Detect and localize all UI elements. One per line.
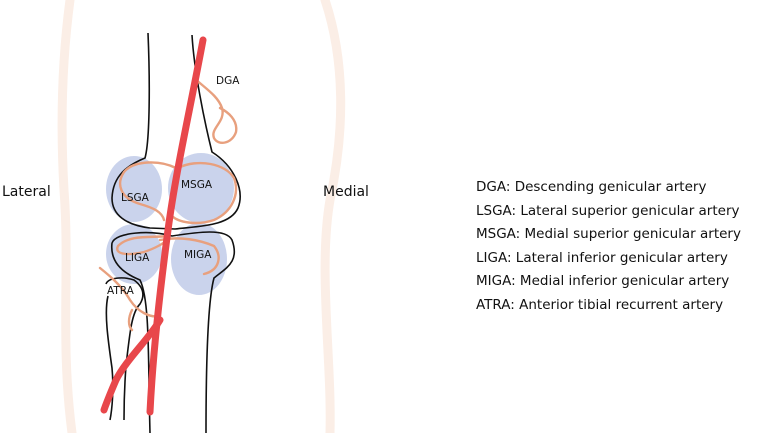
dga-label: DGA xyxy=(216,75,240,87)
tibia-outline xyxy=(111,231,236,433)
femur-outline xyxy=(111,32,241,230)
msga-zone xyxy=(168,153,234,223)
legend-item: DGA: Descending genicular artery xyxy=(476,179,707,195)
miga-branch xyxy=(158,237,220,276)
atra-label: ATRA xyxy=(107,285,135,297)
leg-outline-lateral xyxy=(57,0,77,433)
miga-label: MIGA xyxy=(184,249,212,261)
genicular-branches xyxy=(98,76,238,332)
liga-label: LIGA xyxy=(125,252,150,264)
atra-branch xyxy=(98,266,162,332)
lsga-label: LSGA xyxy=(121,192,150,204)
dga-branch xyxy=(192,76,238,144)
legend-item: LSGA: Lateral superior genicular artery xyxy=(476,202,740,219)
legend-item: MIGA: Medial inferior genicular artery xyxy=(476,273,730,290)
legend-item: LIGA: Lateral inferior genicular artery xyxy=(476,249,728,266)
lateral-label: Lateral xyxy=(2,184,51,200)
legend-item: MSGA: Medial superior genicular artery xyxy=(476,226,741,243)
anterior-tibial-artery xyxy=(100,316,164,414)
fibula-outline xyxy=(105,277,144,421)
msga-branch xyxy=(170,161,238,225)
leg-outline-medial xyxy=(320,0,346,433)
legend-item: ATRA: Anterior tibial recurrent artery xyxy=(476,296,724,313)
popliteal-artery xyxy=(146,36,207,416)
liga-branch xyxy=(116,234,170,256)
miga-zone xyxy=(171,223,227,295)
lsga-branch xyxy=(119,161,178,222)
main-arteries xyxy=(100,36,207,416)
abbreviation-legend: DGA: Descending genicular artery LSGA: L… xyxy=(476,176,741,318)
msga-label: MSGA xyxy=(181,179,213,191)
medial-label: Medial xyxy=(323,184,369,200)
